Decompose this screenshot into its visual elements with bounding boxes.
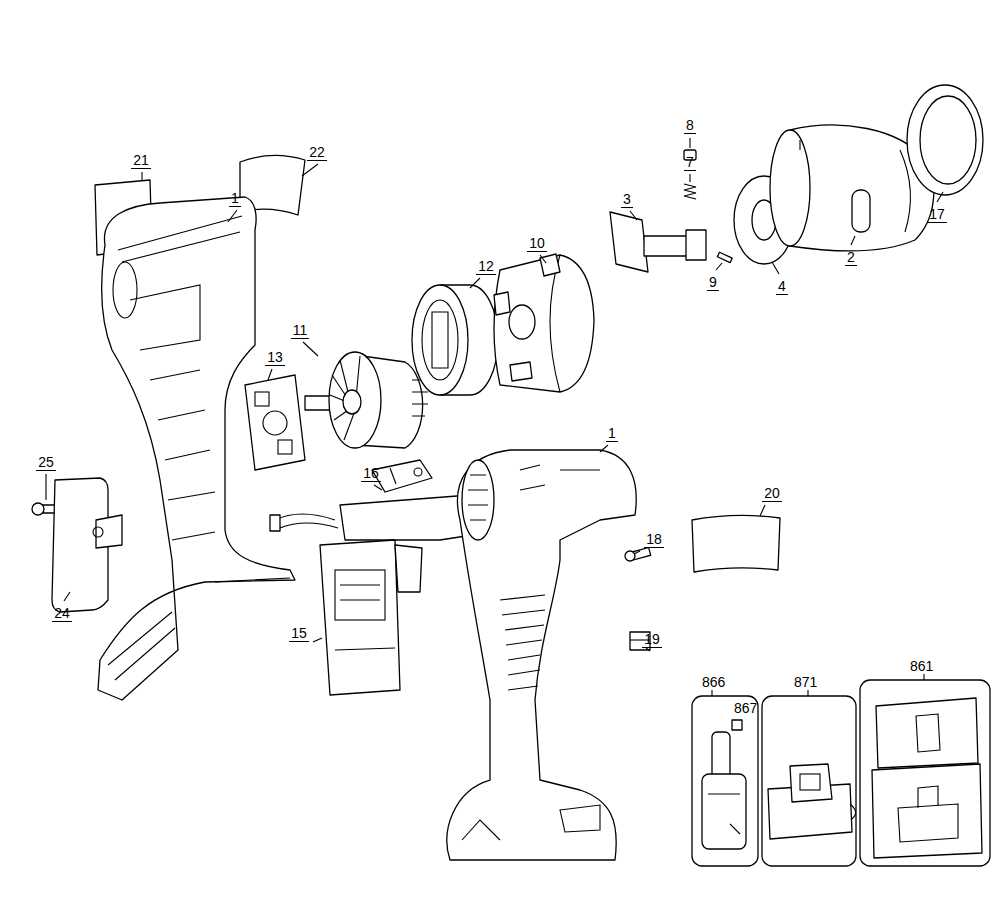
callout-number: 1	[229, 190, 241, 207]
callout-number: 9	[707, 274, 719, 291]
bumper-ring	[907, 85, 983, 195]
callout-number: 21	[131, 152, 151, 169]
part-number: 861	[910, 658, 933, 674]
box-outline	[858, 658, 992, 868]
label-sticker	[692, 515, 780, 572]
callout-number: 7	[684, 154, 696, 171]
gear-case	[494, 254, 594, 392]
callout-number: 15	[289, 625, 309, 642]
callout-number: 24	[52, 605, 72, 622]
callout-number: 11	[291, 322, 310, 339]
pin	[717, 252, 732, 262]
callout-number: 17	[927, 206, 947, 223]
leader-line	[46, 138, 943, 651]
callout-number: 12	[476, 258, 496, 275]
kit-item-box: 861	[858, 658, 992, 868]
part-number: 871	[794, 674, 817, 690]
callout-number: 16	[361, 465, 381, 482]
spring	[684, 184, 696, 199]
rotor	[305, 352, 428, 448]
callout-number: 19	[642, 631, 662, 648]
part-number: 867	[734, 700, 757, 716]
callout-number: 13	[265, 349, 285, 366]
callout-number: 8	[684, 117, 696, 134]
kit-item-box: 866 867	[690, 674, 760, 868]
housing-half	[447, 450, 636, 860]
callout-number: 10	[527, 235, 547, 252]
screw	[625, 548, 651, 561]
callout-number: 25	[36, 454, 56, 471]
callout-number: 20	[762, 485, 782, 502]
callout-number: 2	[845, 249, 857, 266]
callout-number: 1	[606, 425, 618, 442]
box-outline	[760, 674, 858, 868]
bracket	[372, 460, 432, 492]
anvil	[610, 212, 706, 272]
callout-number: 4	[776, 278, 788, 295]
callout-number: 18	[644, 531, 664, 548]
callout-number: 22	[307, 144, 327, 161]
brush-plate	[245, 375, 305, 470]
callout-number: 3	[621, 191, 633, 208]
belt-clip	[52, 478, 122, 612]
part-number: 866	[702, 674, 725, 690]
kit-item-box: 871	[760, 674, 858, 868]
hammer-ring	[412, 285, 498, 395]
